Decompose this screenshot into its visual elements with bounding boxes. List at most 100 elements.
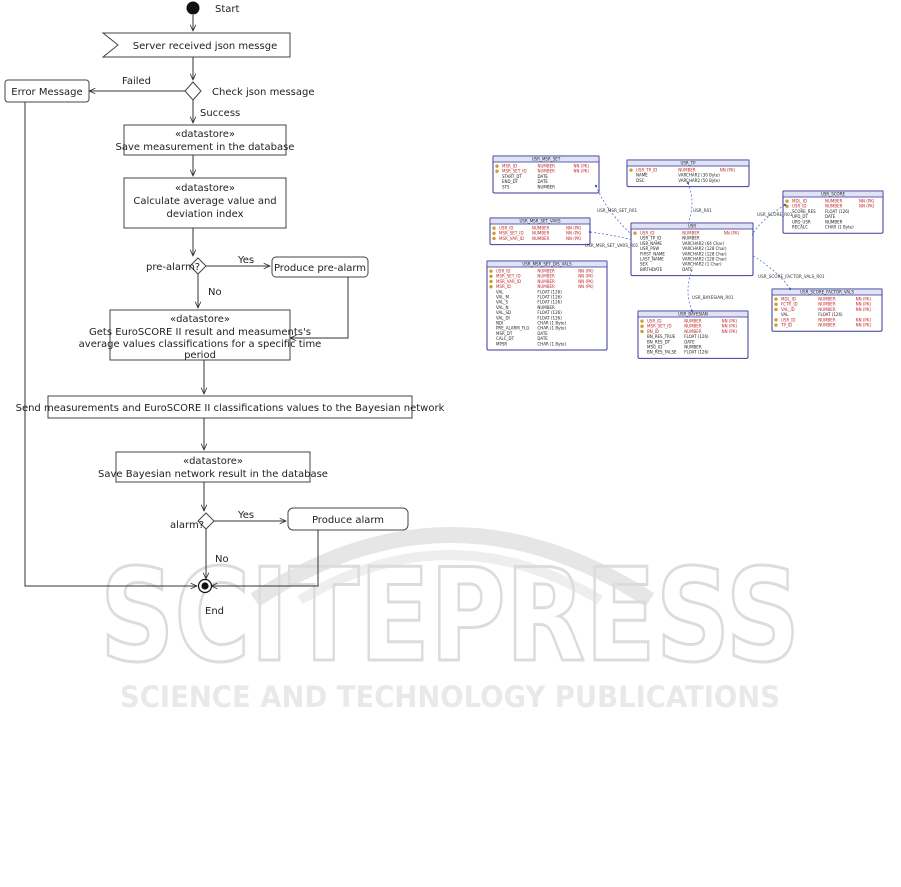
bayes-store-label: «datastore» — [183, 456, 243, 467]
gets-store-label: «datastore» — [170, 314, 230, 325]
check-label: Check json message — [212, 87, 315, 98]
er-column-name: USR_NAME — [640, 241, 662, 246]
failed-label: Failed — [122, 76, 151, 87]
er-relation-label: USR_R01 — [693, 208, 712, 213]
er-column-name: SEX — [640, 262, 648, 267]
er-relation-line — [751, 254, 791, 290]
watermark: SCITEPRESS SCIENCE AND TECHNOLOGY PUBLIC… — [99, 527, 802, 714]
er-column-type: NUMBER — [818, 297, 836, 302]
er-column-key: NN (PK) — [722, 319, 738, 324]
start-node — [186, 1, 200, 15]
er-column-name: BIRTHDATE — [640, 267, 663, 272]
er-relation-end — [690, 309, 694, 313]
er-column-key: NN (PK) — [566, 226, 582, 231]
end-label: End — [205, 606, 224, 617]
key-icon — [629, 168, 633, 172]
er-column-type: DATE — [537, 336, 548, 341]
er-relation-label: USR_MSR_SET_VARS_R01 — [585, 243, 639, 248]
er-column-name: MDL_ID — [781, 297, 796, 302]
er-relation-label: USR_BAYESIAN_R01 — [692, 295, 734, 300]
er-column-type: FLOAT (126) — [537, 300, 562, 305]
er-column-type: FLOAT (126) — [818, 312, 843, 317]
er-column-name: USR_ID — [640, 231, 655, 236]
er-column-type: CHAR (1 Byte) — [537, 341, 566, 346]
yes2-label: Yes — [237, 510, 254, 521]
save-store-label: «datastore» — [175, 129, 235, 140]
er-column-type: NUMBER — [678, 168, 696, 173]
er-column-key: NN (PK) — [720, 168, 736, 173]
er-column-name: NDI — [496, 321, 503, 326]
er-relation-line — [687, 182, 693, 224]
alarm-question: alarm? — [170, 520, 204, 531]
er-relation-label: USR_SCORE_R01 — [757, 212, 793, 217]
er-column-type: NUMBER — [684, 329, 702, 334]
er-column-type: DATE — [684, 339, 695, 344]
send-label: Send measurements and EuroSCORE II class… — [16, 403, 445, 414]
er-column-type: CHAR (1 Byte) — [537, 326, 566, 331]
error-message-box — [4, 79, 90, 103]
produce-prealarm-label: Produce pre-alarm — [274, 263, 366, 274]
er-column-type: NUMBER — [684, 324, 702, 329]
key-icon — [774, 297, 778, 301]
er-column-key: NN (PK) — [856, 307, 872, 312]
er-column-type: DATE — [682, 267, 693, 272]
er-column-name: STS — [502, 184, 510, 189]
watermark-big: SCITEPRESS — [100, 542, 800, 691]
er-column-name: FIRST_NAME — [640, 251, 665, 256]
er-column-type: FLOAT (126) — [684, 350, 709, 355]
er-column-type: NUMBER — [682, 231, 700, 236]
er-column-type: FLOAT (126) — [537, 295, 562, 300]
er-column-name: MSR_ID — [496, 284, 511, 289]
er-column-type: NUMBER — [682, 236, 700, 241]
er-column-type: VARCHAR2 (128 Char) — [682, 246, 727, 251]
er-column-key: NN (PK) — [578, 269, 594, 274]
save-measurement-box — [123, 124, 287, 156]
calc-line2: deviation index — [166, 209, 243, 220]
er-column-type: FLOAT (126) — [684, 334, 709, 339]
key-icon — [640, 329, 644, 334]
er-column-type: NUMBER — [818, 317, 836, 322]
er-column-name: END_DT — [502, 179, 519, 184]
er-column-type: VARCHAR2 (1 Char) — [682, 262, 722, 267]
er-column-name: FCTR_ID — [781, 302, 798, 307]
key-icon — [774, 302, 778, 306]
er-column-type: NUMBER — [532, 231, 550, 236]
er-column-type: NUMBER — [538, 164, 556, 169]
er-table-title: USR_SCORE_FACTOR_VALS — [800, 290, 854, 295]
er-relation-label: USR_SCORE_FACTOR_VALS_R01 — [758, 274, 825, 279]
er-column-name: VAL_M — [496, 295, 509, 300]
er-column-name: MSR_DT — [496, 331, 513, 336]
er-column-type: DATE — [537, 331, 548, 336]
er-column-name: VAL_S — [496, 300, 508, 305]
er-column-name: MSR_SET_ID — [499, 231, 524, 236]
er-column-name: VAL — [496, 289, 504, 294]
er-relation-label: USR_MSR_SET_R01 — [597, 208, 638, 213]
er-column-type: NUMBER — [825, 199, 843, 204]
check-decision — [184, 81, 202, 101]
er-column-key: NN (PK) — [859, 199, 875, 204]
er-column-type: DATE — [538, 174, 549, 179]
key-icon — [633, 231, 637, 235]
er-column-type: VARCHAR2 (50 Byte) — [678, 178, 720, 183]
er-column-type: NUMBER — [684, 345, 702, 350]
gets-euroscore-box — [109, 309, 291, 361]
er-column-key: NN (PK) — [722, 324, 738, 329]
no1-label: No — [208, 287, 222, 298]
er-column-name: USR_ID — [781, 317, 796, 322]
error-label: Error Message — [11, 87, 82, 98]
key-icon — [495, 164, 499, 168]
er-column-type: NUMBER — [538, 169, 556, 174]
er-column-name: USR_ID — [792, 204, 807, 209]
er-column-name: VAL_SD — [496, 310, 511, 315]
er-column-type: NUMBER — [537, 284, 555, 289]
er-column-name: MSR_VAR_ID — [496, 279, 521, 284]
er-column-name: VAL_ID — [781, 307, 795, 312]
er-column-type: CHAR (1 Byte) — [537, 321, 566, 326]
er-column-key: NN (PK) — [578, 279, 594, 284]
